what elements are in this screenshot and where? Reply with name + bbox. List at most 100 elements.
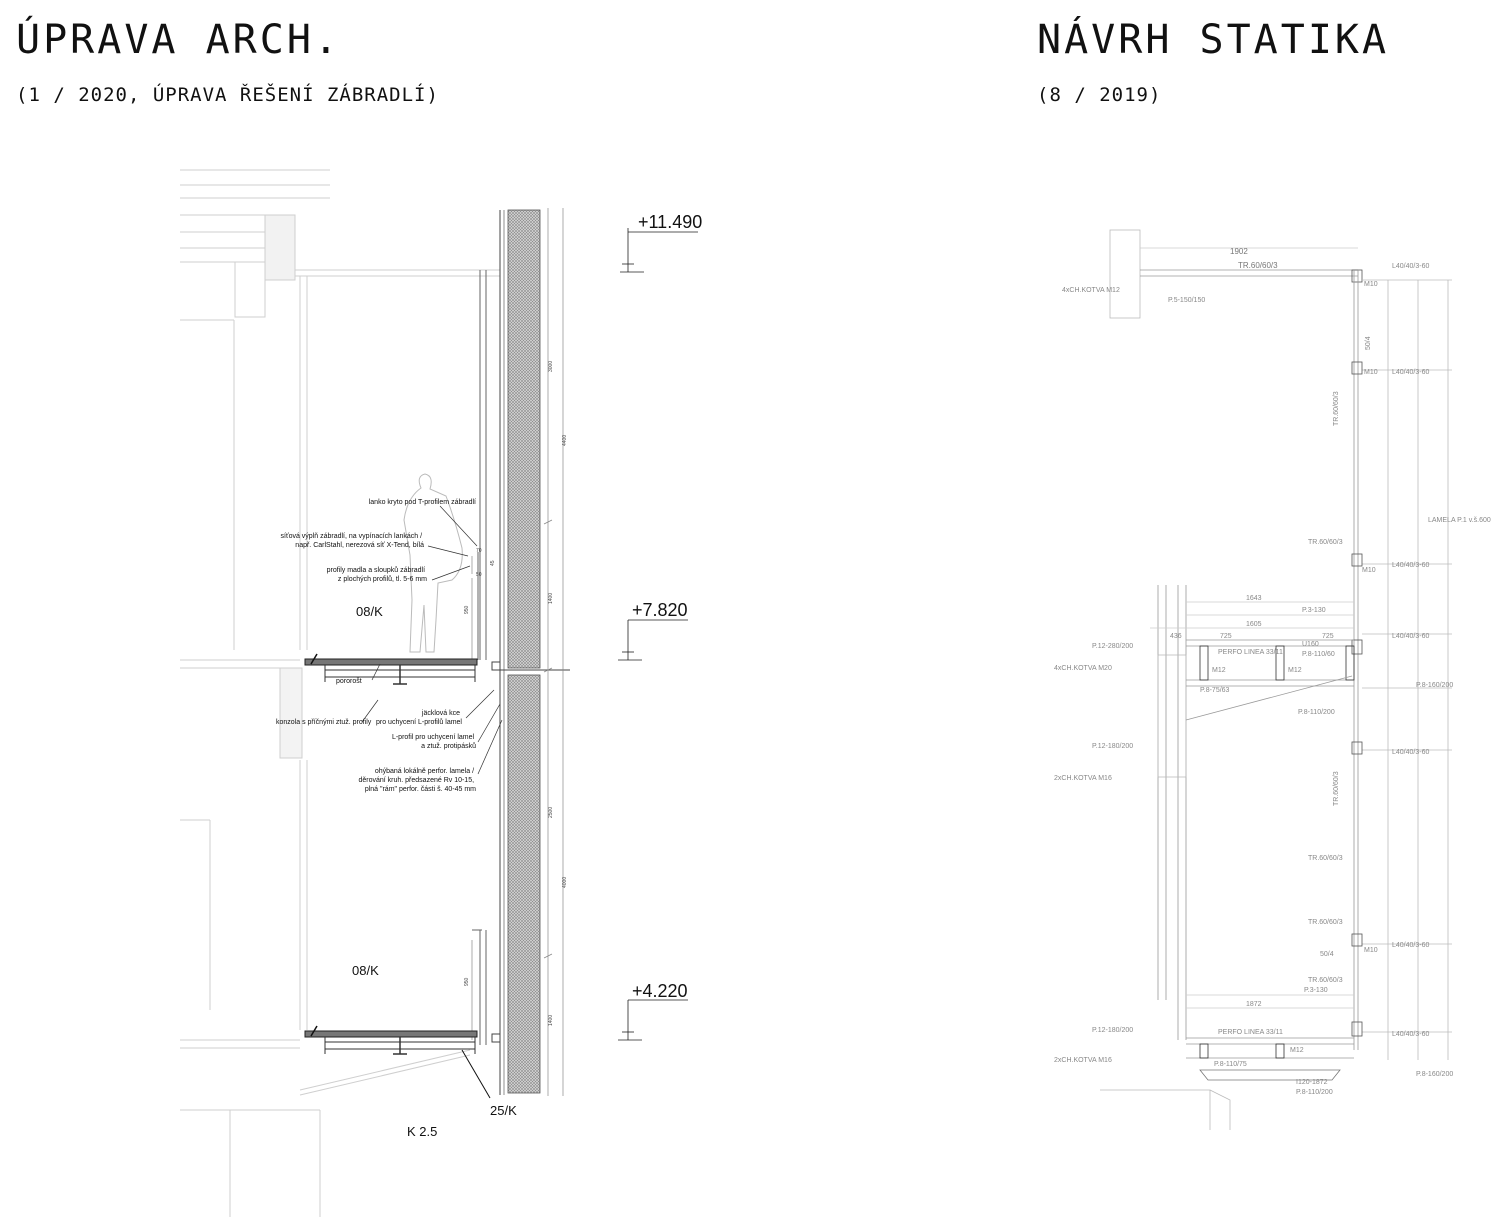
structural-label: M10 — [1364, 947, 1378, 954]
note-line: ohýbaná lokálně perfor. lamela / — [375, 768, 474, 775]
structural-label: TR.60/60/3 — [1308, 919, 1343, 926]
structural-label: P.12-280/200 — [1092, 643, 1133, 650]
dimension-value: 1400 — [548, 593, 554, 604]
dimension-value: 45 — [490, 560, 496, 566]
level-markers — [618, 228, 698, 1041]
note-line: lanko kryto pod T-profilem zábradlí — [369, 499, 476, 506]
structure-lines — [1100, 229, 1452, 1130]
note-mesh: síťová výplň zábradlí, na vypínacích lan… — [281, 533, 425, 549]
structural-label: P.8-110/60 — [1302, 651, 1335, 658]
structural-label: P.8-110/200 — [1296, 1089, 1333, 1096]
structural-label: TR.60/60/3 — [1333, 391, 1340, 426]
structural-label: 50/4 — [1320, 951, 1334, 958]
note-line: pororošt — [336, 678, 362, 685]
note-grating: pororošt — [336, 678, 362, 685]
structural-label: P.8-160/200 — [1416, 1071, 1453, 1078]
structural-label: PERFO LINEA 33/11 — [1218, 649, 1283, 656]
structural-label: 50/4 — [1365, 336, 1372, 350]
building-outline — [180, 169, 500, 1217]
dimension-value: 4400 — [562, 435, 568, 446]
structural-label: TR.60/60/3 — [1333, 771, 1340, 806]
dimension-value: 50 — [476, 572, 482, 578]
note-line: plná "rám" perfor. části š. 40-45 mm — [365, 786, 476, 793]
structural-label: TR.60/60/3 — [1308, 855, 1343, 862]
note-cable: lanko kryto pod T-profilem zábradlí — [369, 499, 476, 506]
structural-label: P.5-150/150 — [1168, 297, 1205, 304]
note-line: děrování kruh. předsazené Rv 10-15, — [358, 777, 474, 784]
dimension-value: 4000 — [562, 877, 568, 888]
dimension-value: 950 — [464, 977, 470, 986]
note-profiles: profily madla a sloupků zábradlí z ploch… — [327, 566, 428, 583]
structural-label: I120-1872 — [1296, 1079, 1328, 1086]
architectural-section-drawing: +11.490 +7.820 +4.220 08/K 08/K 25/K K 2… — [180, 169, 702, 1217]
console-tag: 25/K — [490, 1103, 517, 1118]
structural-label: M12 — [1290, 1047, 1304, 1054]
dimension-value: 2500 — [548, 807, 554, 818]
level-label: +7.820 — [632, 600, 688, 620]
structural-label: M10 — [1362, 567, 1376, 574]
structural-label: 436 — [1170, 633, 1182, 640]
right-title: NÁVRH STATIKA — [1037, 17, 1390, 63]
structural-label: P.12-180/200 — [1092, 743, 1133, 750]
leader-lines — [361, 505, 503, 775]
note-line: profily madla a sloupků zábradlí — [327, 566, 425, 574]
note-console: konzola s příčnými ztuž. profily — [276, 719, 372, 726]
level-label: +11.490 — [638, 212, 702, 232]
structural-label: M10 — [1364, 281, 1378, 288]
structural-drawing: 1902 TR.60/60/3 4xCH.KOTVA M12 P.5-150/1… — [1054, 229, 1491, 1130]
right-subtitle: (8 / 2019) — [1037, 84, 1162, 106]
structural-label: 2xCH.KOTVA M16 — [1054, 775, 1112, 782]
dimension-value: 950 — [464, 605, 470, 614]
structural-label: 2xCH.KOTVA M16 — [1054, 1057, 1112, 1064]
structural-label: P.8-110/75 — [1214, 1061, 1247, 1068]
structural-label: P.8-160/200 — [1416, 682, 1453, 689]
structural-label: M10 — [1364, 369, 1378, 376]
structural-label: P.3-130 — [1304, 987, 1328, 994]
structural-label: P.3-130 — [1302, 607, 1326, 614]
structural-label: L40/40/3-60 — [1392, 263, 1429, 270]
structural-label: LAMELA P.1 v.š.600 — [1428, 517, 1491, 524]
left-subtitle: (1 / 2020, ÚPRAVA ŘEŠENÍ ZÁBRADLÍ) — [16, 84, 439, 106]
structural-label: 1605 — [1246, 621, 1262, 628]
structural-label: M12 — [1288, 667, 1302, 674]
facade-lamella — [499, 209, 570, 1095]
note-line: L-profil pro uchycení lamel — [392, 734, 475, 741]
dimension-value: 70 — [476, 548, 482, 554]
structural-label: L40/40/3-60 — [1392, 749, 1429, 756]
structural-label: 725 — [1322, 633, 1334, 640]
note-lprofile: L-profil pro uchycení lamel a ztuž. prot… — [392, 734, 476, 750]
structural-label: 4xCH.KOTVA M20 — [1054, 665, 1112, 672]
left-title: ÚPRAVA ARCH. — [16, 17, 341, 63]
structural-label: TR.60/60/3 — [1238, 261, 1278, 270]
note-line: konzola s příčnými ztuž. profily — [276, 719, 372, 726]
section-tag: K 2.5 — [407, 1124, 437, 1139]
level-label: +4.220 — [632, 981, 688, 1001]
slab-tag: 08/K — [352, 963, 379, 978]
upper-slab — [304, 653, 501, 685]
structural-label: 1643 — [1246, 595, 1262, 602]
note-line: a ztuž. protipásků — [421, 742, 476, 750]
note-line: z plochých profilů, tl. 5-6 mm — [338, 575, 427, 583]
structural-label: 1872 — [1246, 1001, 1262, 1008]
note-lamella: ohýbaná lokálně perfor. lamela / děrován… — [358, 768, 476, 793]
structural-label: PERFO LINEA 33/11 — [1218, 1029, 1283, 1036]
structural-label: 725 — [1220, 633, 1232, 640]
structural-label: P.12-180/200 — [1092, 1027, 1133, 1034]
slab-tag: 08/K — [356, 604, 383, 619]
note-line: jäcklová kce — [421, 710, 460, 717]
note-line: pro uchycení L-profilů lamel — [376, 718, 462, 726]
structural-label: P.8-110/200 — [1298, 709, 1335, 716]
lower-slab — [304, 1025, 501, 1099]
structural-label: L40/40/3-60 — [1392, 1031, 1429, 1038]
dimension-value: 3000 — [548, 361, 554, 372]
structural-label: U160 — [1302, 641, 1319, 648]
human-figure — [403, 473, 463, 653]
structural-label: L40/40/3-60 — [1392, 942, 1429, 949]
structural-label: TR.60/60/3 — [1308, 539, 1343, 546]
structural-label: P.8-75/63 — [1200, 687, 1230, 694]
structural-label: L40/40/3-60 — [1392, 562, 1429, 569]
structural-label: 4xCH.KOTVA M12 — [1062, 287, 1120, 294]
structural-label: M12 — [1212, 667, 1226, 674]
note-jackl: jäcklová kce pro uchycení L-profilů lame… — [376, 710, 462, 726]
structural-label: L40/40/3-60 — [1392, 369, 1429, 376]
